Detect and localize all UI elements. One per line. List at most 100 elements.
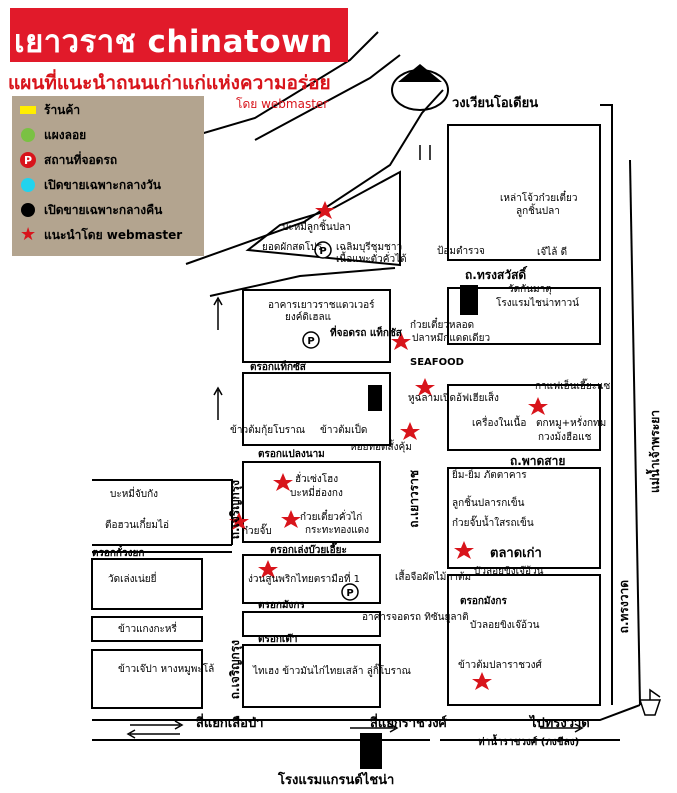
green-dot-icon: [20, 127, 36, 143]
map-byline: โดย webmaster: [236, 97, 329, 111]
block-a: [242, 289, 391, 363]
block-g: [91, 558, 203, 610]
block-i: [91, 649, 203, 709]
place-kuay-tiew-kua-kai: ก๋วยเตี๋ยวคั่วไก่: [300, 512, 363, 523]
hotel-grand-china-marker: [360, 733, 382, 769]
place-lookchinpla-top: บะหมี่ลูกชิ้นปลา: [282, 222, 351, 233]
place-kao-tom-boran: ข้าวต้มกุ้ยโบราณ: [230, 425, 306, 436]
road-outlines: [91, 31, 641, 741]
block-triangle: [245, 170, 401, 267]
soi-label-tao: ตรอกเต๊า: [258, 634, 298, 645]
legend-item-night: เปิดขายเฉพาะกลางคืน: [20, 198, 162, 222]
place-police: ป้อมตำรวจ: [437, 246, 485, 257]
road-label-songsawat: ถ.ทรงสวัสดิ์: [465, 268, 527, 282]
hotel-grand-china-label: โรงแรมแกรนด์ไชน่า: [278, 773, 395, 788]
red-star-icon: ★: [19, 224, 37, 245]
place-kuang-mang: กวงม้งฮือแช: [538, 432, 592, 443]
place-ua-sae: ฮั่วเซ่งโฮง: [295, 474, 339, 485]
map-title: เยาวราช chinatown: [14, 24, 333, 60]
place-kaeng-kari: ข้าวแกงกะหรี่: [118, 624, 177, 635]
soi-label-mangkon-2: ตรอกมังกร: [460, 596, 507, 607]
place-kafe: กาแฟเอ็นเอี๊ยะแซ: [535, 381, 611, 392]
place-chokchai: ยอดผักสดโปร่: [262, 242, 322, 253]
legend-label: เปิดขายเฉพาะกลางวัน: [44, 177, 162, 192]
place-yimyim: ยิ้ม-ยิ้ม ภัตตาคาร: [452, 470, 527, 481]
place-yaowarat-market: อาคารเยาวราชแดวเวอร์: [268, 300, 375, 311]
place-pla-muk: ปลาหมึกแดดเดียว: [412, 333, 491, 344]
yellow-bar-icon: [20, 102, 36, 118]
legend-item-day: เปิดขายเฉพาะกลางวัน: [20, 173, 161, 197]
place-kao-tom-ped: ข้าวต้มเป็ด: [320, 425, 368, 436]
place-kuay-tiew-lod: ก๋วยเตี๋ยวหลอด: [410, 320, 475, 331]
legend-label: สถานที่จอดรถ: [44, 152, 118, 167]
block-j: [447, 287, 601, 345]
legend-label: ร้านค้า: [44, 102, 81, 117]
place-kuay-jab: ก๋วยจั๊บน้ำใสรถเข็น: [452, 518, 534, 529]
place-tue-sua: ตือฮวนเกี๋ยมไอ่: [105, 520, 170, 531]
place-lookchin-pla-2: ลูกชิ้นปลารกเข็น: [452, 498, 525, 509]
soi-label-kuangyek: ตรอกกั๋วงยก: [92, 548, 145, 559]
svg-text:P: P: [319, 246, 326, 257]
map-subtitle: แผนที่แนะนำถนนเก่าแก่แห่งความอร่อย: [8, 72, 331, 94]
place-kaotom-plachong: ข้าวต้มปลาราชวงศ์: [458, 660, 542, 671]
road-label-junction-ratchawong: สี่แยกราชวงศ์: [370, 716, 447, 731]
legend-label: แผงลอย: [44, 127, 87, 142]
place-nepsonpan: ยงค์ดิเฮลแ: [285, 312, 332, 323]
soi-label-taeksia: ตรอกแท็กซัส: [250, 362, 306, 373]
place-sidewalk: เนื้อแพะตัวคั่วได้: [336, 254, 407, 265]
place-jer-jer: เจ๊ไล้ ดี: [537, 247, 568, 258]
road-label-yaowarat: ถ.เยาวราช: [407, 470, 421, 528]
legend-label: แนะนำโดย webmaster: [44, 227, 183, 242]
legend-item-recommended: ★ แนะนำโดย webmaster: [20, 223, 182, 247]
place-kuay-jap: ก๋วยจั๊บ: [242, 526, 272, 537]
place-nai-sleep: เฉลิมบุรีชุมชาว: [336, 242, 403, 253]
parking-circle-icon: P: [20, 152, 36, 168]
place-krueng-nai: เครื่องในเนื้อ: [472, 418, 527, 429]
legend-item-shop: ร้านค้า: [20, 98, 80, 122]
block-f: [242, 644, 381, 708]
soi-label-lengbuai: ตรอกเล่งบ๊วยเอี๊ยะ: [270, 545, 347, 556]
traffic-arrows: [126, 145, 584, 739]
place-mama-pad: ไทเฮง ข้าวมันไก่ไทยเสล้า ลู่กิ๊โบราณ: [253, 666, 411, 677]
place-aoa-soy: บะหมี่ฮ่องกง: [290, 488, 343, 499]
hotel-chinatown-marker: [460, 285, 478, 315]
road-label-seafood: SEAFOOD: [410, 357, 464, 368]
place-kao-jap: ข้าวเจ๊ปา หางหมูพะโล้: [118, 664, 215, 675]
road-label-to-songwat: ไปทรงวาด: [530, 716, 590, 731]
road-label-charoenkrung-2: ถ.เจริญกรุง: [228, 640, 242, 700]
place-tien-nam: ง่วนสูนพริกไทยตรามือที่ 1: [248, 574, 360, 585]
place-bua-loi: บัวลอยขิงเจ๊อ้วน: [474, 566, 544, 577]
place-hoi-thod: หูฉลามเปิดอ้ฟเฮียเส็ง: [408, 393, 499, 404]
svg-text:P: P: [346, 588, 353, 599]
block-n: [447, 124, 601, 261]
place-hoi-thod-2: หอยทอดสั้งคุ้ม: [350, 442, 412, 453]
place-parking-taeksia: ที่จอดรถ แท็กซัส: [330, 328, 402, 339]
block-h: [91, 616, 203, 642]
place-talad-kao: ตลาดเก่า: [490, 546, 542, 561]
title-banner: [10, 8, 348, 62]
legend-label: เปิดขายเฉพาะกลางคืน: [44, 202, 163, 217]
block-m: [447, 574, 601, 706]
road-label-junction-suea: สี่แยกเสือป่า: [196, 716, 264, 731]
block-k: [447, 384, 601, 451]
block-e: [242, 611, 381, 637]
place-chao-lao-gong: วัดเล่งเน่ยยี่: [108, 574, 157, 585]
place-krapao: กระทะทองแดง: [305, 525, 370, 536]
black-dot-icon: [20, 202, 36, 218]
road-label-phadsai: ถ.พาดสาย: [510, 454, 566, 468]
place-lookchin-pla: ลูกชิ้นปลา: [516, 206, 560, 217]
recommended-stars: [229, 201, 548, 690]
legend-item-stall: แผงลอย: [20, 123, 86, 147]
place-lao-jo: เหล่าโจ้วก๋วยเตี๋ยว: [500, 193, 578, 204]
soi-label-mangkon: ตรอกมังกร: [258, 600, 305, 611]
place-building-parking: อาคารจอดรถ ทิซันยูลาติ: [362, 612, 469, 623]
place-sleng: เสื้อจือผัดไม้กาต้ม: [395, 572, 472, 583]
place-hotel-chinatown: โรงแรมไชน่าทาวน์: [496, 298, 579, 309]
block-c: [242, 461, 381, 543]
building-marker: [368, 385, 382, 411]
legend-panel: ร้านค้า แผงลอย P สถานที่จอดรถ เปิดขายเฉพ…: [12, 96, 204, 256]
parking-markers: P P P: [302, 241, 359, 601]
place-bamee: บะหมี่จับกัง: [110, 489, 159, 500]
